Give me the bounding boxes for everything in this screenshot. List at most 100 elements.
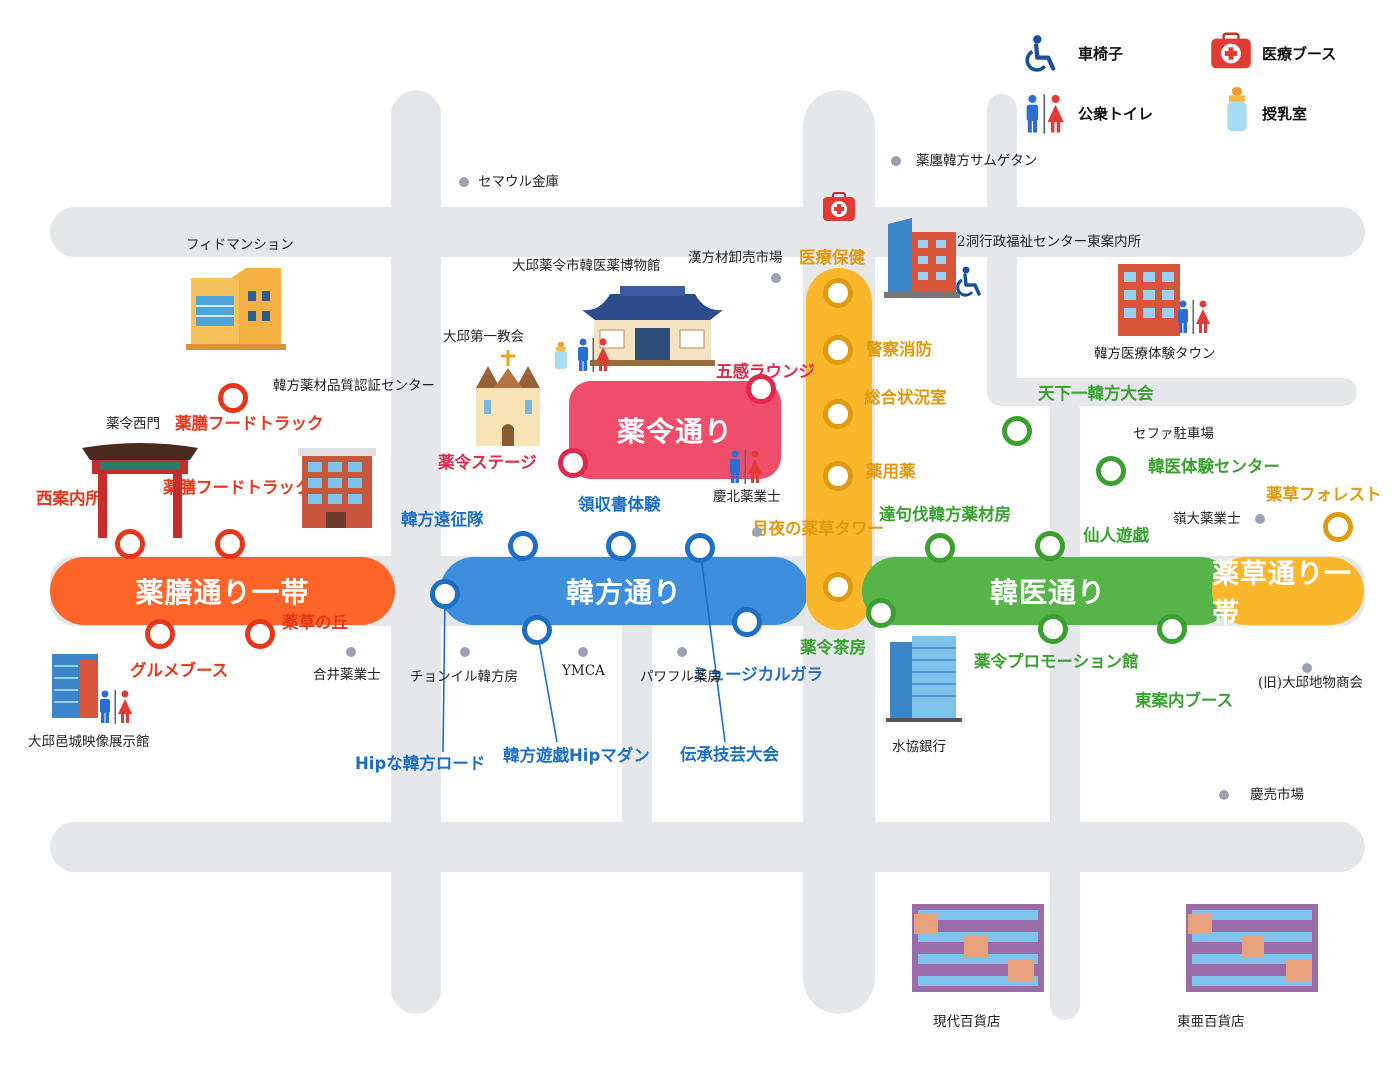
place-ymca: YMCA <box>562 663 605 679</box>
toilet-icon[interactable] <box>1174 300 1212 334</box>
stop-yellow-5[interactable] <box>823 572 853 602</box>
place-film-hall: 大邱邑城映像展示館 <box>28 734 150 750</box>
event-blue-receipt[interactable]: 領収書体験 <box>578 495 661 514</box>
stop-orange-1[interactable] <box>218 383 248 413</box>
event-yellow-medicine[interactable]: 薬用薬 <box>866 462 916 481</box>
stop-green-6[interactable] <box>1038 614 1068 644</box>
stop-green-2[interactable] <box>1096 456 1126 486</box>
event-green-promotion-hall[interactable]: 薬令プロモーション館 <box>974 652 1139 671</box>
event-orange-herb-hill[interactable]: 薬草の丘 <box>282 613 348 632</box>
nursing-room-icon[interactable] <box>553 342 569 370</box>
place-cheongil: チョンイル韓方房 <box>410 669 518 685</box>
street-yellow-right[interactable]: 薬草通り一帯 <box>1212 557 1364 629</box>
event-orange-food-truck-2[interactable]: 薬膳フードトラック <box>163 478 312 497</box>
place-market: 慶売市場 <box>1250 787 1304 803</box>
stop-orange-2[interactable] <box>115 529 145 559</box>
stop-yellow-4[interactable] <box>823 461 853 491</box>
legend-medical-label: 医療ブース <box>1262 45 1337 63</box>
place-dot-samgyetang <box>891 156 901 166</box>
place-west-gate: 薬令西門 <box>106 416 160 432</box>
stop-orange-3[interactable] <box>215 529 245 559</box>
toilet-icon[interactable] <box>96 690 134 724</box>
event-blue-hip-road[interactable]: Hipな韓方ロード <box>355 754 486 773</box>
event-yellow-herb-forest[interactable]: 薬草フォレスト <box>1266 485 1382 504</box>
stop-blue-3[interactable] <box>685 533 715 563</box>
event-blue-expedition[interactable]: 韓方遠征隊 <box>401 510 484 529</box>
event-yellow-situation-room[interactable]: 総合状況室 <box>864 388 947 407</box>
event-blue-hip-madang[interactable]: 韓方遊戯Hipマダン <box>503 746 650 765</box>
place-medical-town: 韓方医療体験タウン <box>1094 346 1216 362</box>
place-sefa-parking: セファ駐車場 <box>1133 426 1214 442</box>
film-hall-building-icon <box>52 654 98 718</box>
place-dot-cheongil <box>460 647 470 657</box>
event-green-championship[interactable]: 天下一韓方大会 <box>1038 384 1154 403</box>
place-dot-powerful <box>677 647 687 657</box>
street-green[interactable]: 韓医通り <box>862 557 1234 625</box>
place-hyundai: 現代百貨店 <box>933 1014 1001 1030</box>
medical-town-building-icon <box>1118 264 1180 336</box>
place-museum: 大邱薬令市韓医薬博物館 <box>512 258 661 274</box>
stop-blue-2[interactable] <box>606 531 636 561</box>
event-orange-west-info[interactable]: 西案内所 <box>36 489 102 508</box>
stop-pink-1[interactable] <box>746 374 776 404</box>
place-dot-youngdae <box>1255 514 1265 524</box>
road-v4 <box>987 94 1017 406</box>
suhyup-bank-building-icon <box>886 636 962 722</box>
road-bottom <box>50 822 1365 872</box>
museum-hanok-icon <box>582 286 723 366</box>
event-yellow-police[interactable]: 警察消防 <box>866 340 932 359</box>
stop-yellow-1[interactable] <box>823 278 853 308</box>
place-dot-semaul <box>459 177 469 187</box>
event-yellow-tea-house[interactable]: 薬令茶房 <box>800 638 866 657</box>
toilet-icon[interactable] <box>726 450 764 484</box>
baby-bottle-icon <box>1227 87 1247 132</box>
stop-blue-5[interactable] <box>522 615 552 645</box>
street-orange[interactable]: 薬膳通り一帯 <box>50 557 395 625</box>
place-donga: 東亜百貨店 <box>1177 1014 1245 1030</box>
stop-green-3[interactable] <box>925 533 955 563</box>
welfare-center-building-icon <box>884 218 960 298</box>
event-orange-food-truck-1[interactable]: 薬膳フードトラック <box>175 414 324 433</box>
event-yellow-medical[interactable]: 医療保健 <box>799 248 865 267</box>
stop-orange-5[interactable] <box>245 619 275 649</box>
place-dot-wholesale <box>771 273 781 283</box>
place-quality-center: 韓方薬材品質認証センター <box>273 378 435 394</box>
stop-green-4[interactable] <box>1035 531 1065 561</box>
event-green-hermit-games[interactable]: 仙人遊戯 <box>1083 526 1149 545</box>
stop-blue-6[interactable] <box>732 607 762 637</box>
place-suhyup-bank: 水協銀行 <box>892 739 946 755</box>
road-top <box>50 207 1365 257</box>
stop-blue-4[interactable] <box>430 579 460 609</box>
place-semaul: セマウル金庫 <box>478 174 559 190</box>
event-pink-lounge[interactable]: 五感ラウンジ <box>716 362 815 381</box>
event-green-dalgubeol[interactable]: 達句伐韓方薬材房 <box>879 505 1011 524</box>
stop-green-1[interactable] <box>1002 416 1032 446</box>
stop-orange-4[interactable] <box>145 619 175 649</box>
place-wholesale: 漢方材卸売市場 <box>688 250 783 266</box>
stop-yellow-6[interactable] <box>1323 512 1353 542</box>
stop-pink-2[interactable] <box>558 448 588 478</box>
event-green-east-booth[interactable]: 東案内ブース <box>1135 691 1234 710</box>
event-green-experience-center[interactable]: 韓医体験センター <box>1148 457 1280 476</box>
place-samgyetang: 薬廛韓方サムゲタン <box>916 153 1038 169</box>
stop-blue-1[interactable] <box>508 531 538 561</box>
stop-yellow-3[interactable] <box>823 399 853 429</box>
road-v1 <box>391 90 441 1014</box>
legend-wheelchair-label: 車椅子 <box>1078 45 1124 63</box>
stop-yellow-2[interactable] <box>823 335 853 365</box>
place-jimul: (旧)大邱地物商会 <box>1258 675 1364 691</box>
event-pink-stage[interactable]: 薬令ステージ <box>438 453 537 472</box>
wheelchair-icon[interactable] <box>955 266 983 298</box>
stop-green-5[interactable] <box>866 598 896 628</box>
wheelchair-icon <box>1025 35 1056 72</box>
donga-department-store-icon <box>1186 904 1318 992</box>
medical-booth-icon[interactable] <box>822 192 856 222</box>
event-blue-tradition[interactable]: 伝承技芸大会 <box>680 745 779 764</box>
stop-green-7[interactable] <box>1157 614 1187 644</box>
toilet-icon[interactable] <box>574 338 612 372</box>
event-yellow-moon-tower[interactable]: 月夜の薬草タワー <box>752 519 884 538</box>
event-orange-gourmet-booth[interactable]: グルメブース <box>130 661 229 680</box>
event-blue-musical-gala[interactable]: ミュージカルガラ <box>692 665 824 684</box>
west-gate-icon <box>82 443 198 538</box>
